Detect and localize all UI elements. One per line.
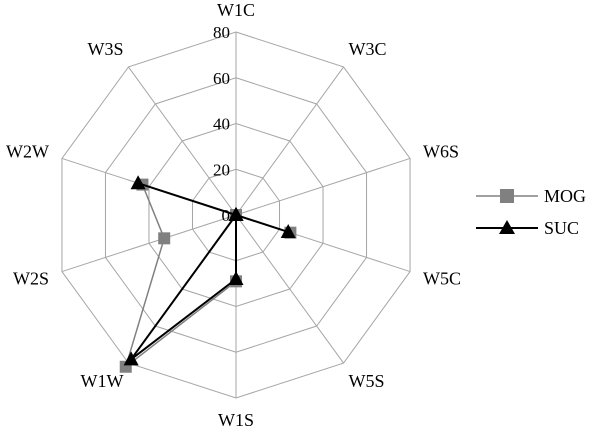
category-label-w3c: W3C xyxy=(348,39,386,59)
category-label-w5c: W5C xyxy=(423,268,461,288)
point-suc-w2w xyxy=(130,175,146,190)
tick-label-20: 20 xyxy=(213,160,230,179)
series-line-mog xyxy=(124,183,291,369)
spoke-w6s xyxy=(235,157,411,216)
legend-item-suc: SUC xyxy=(476,218,579,238)
category-labels: W1C W3C W6S W5C W5S W1S W1W W2S W2W W3S xyxy=(6,0,461,430)
series-layer xyxy=(119,175,297,373)
point-suc-w3s xyxy=(228,207,244,221)
category-label-w6s: W6S xyxy=(423,142,459,162)
spoke-w5s xyxy=(235,214,344,364)
series-line-suc xyxy=(130,182,289,361)
point-suc-w1s xyxy=(228,271,244,286)
spoke-w3s xyxy=(128,66,237,216)
spoke-w2s xyxy=(61,214,237,273)
spoke-w3c xyxy=(235,66,344,216)
tick-label-60: 60 xyxy=(213,69,230,88)
legend-label-mog: MOG xyxy=(544,186,586,206)
category-label-w1w: W1W xyxy=(81,371,124,391)
tick-label-40: 40 xyxy=(213,115,230,134)
category-label-w3s: W3S xyxy=(88,39,124,59)
series-suc xyxy=(123,175,296,366)
category-label-w2s: W2S xyxy=(13,268,49,288)
point-mog-w2s xyxy=(158,232,171,245)
point-suc-w1w xyxy=(123,351,139,366)
radial-tick-labels: 0 20 40 60 80 xyxy=(213,23,230,225)
category-label-w1s: W1S xyxy=(218,410,254,430)
legend-marker-mog xyxy=(500,189,514,203)
category-label-w2w: W2W xyxy=(6,142,49,162)
category-label-w1c: W1C xyxy=(217,0,255,20)
tick-label-80: 80 xyxy=(213,23,230,42)
legend: MOG SUC xyxy=(476,186,586,238)
legend-label-suc: SUC xyxy=(544,218,579,238)
legend-item-mog: MOG xyxy=(476,186,586,206)
category-label-w5s: W5S xyxy=(348,371,384,391)
point-suc-w5c xyxy=(280,223,296,238)
legend-marker-suc xyxy=(499,220,515,234)
tick-label-0: 0 xyxy=(222,206,231,225)
